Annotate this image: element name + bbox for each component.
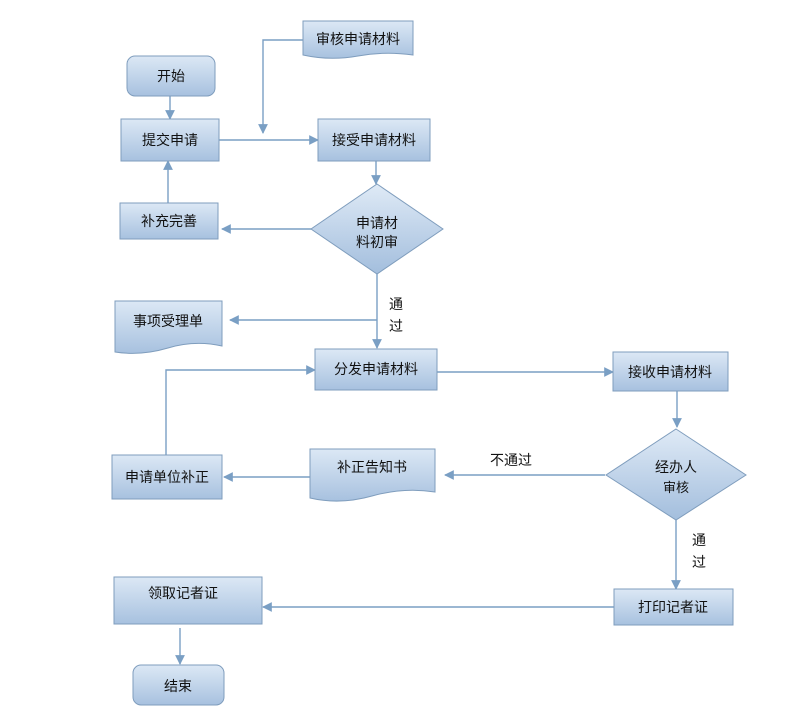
- pass-label-1-line1: 通: [389, 297, 403, 313]
- review-materials-label: 审核申请材料: [316, 32, 400, 48]
- start-node[interactable]: [126, 55, 216, 97]
- supplement-node[interactable]: [119, 202, 219, 240]
- distribute-materials-label: 分发申请材料: [334, 362, 418, 378]
- edge-review-materials-to-accept: [258, 39, 303, 134]
- unit-correction-label: 申请单位补正: [125, 470, 209, 486]
- print-card-node[interactable]: [613, 588, 734, 626]
- receive-materials-node[interactable]: [612, 351, 729, 392]
- distribute-materials-node[interactable]: [314, 348, 438, 391]
- handler-review-label-line2: 审核: [663, 481, 689, 496]
- end-label: 结束: [164, 679, 192, 695]
- pass-label-2-line1: 通: [692, 533, 706, 549]
- correction-notice-label: 补正告知书: [337, 459, 407, 476]
- handler-review-label-line1: 经办人: [655, 460, 697, 476]
- unit-correction-node[interactable]: [111, 454, 223, 500]
- end-node[interactable]: [132, 664, 225, 706]
- edge-unit-correction-to-distribute: [165, 365, 316, 455]
- initial-review-label-line1: 申请材: [356, 216, 398, 232]
- accept-materials-node[interactable]: [317, 118, 431, 162]
- pass-label-1-line2: 过: [389, 319, 403, 335]
- acceptance-form-label: 事项受理单: [133, 314, 203, 330]
- collect-card-node[interactable]: [113, 576, 263, 625]
- supplement-label: 补充完善: [141, 214, 197, 230]
- nodes: [111, 20, 747, 706]
- pass-label-2-line2: 过: [692, 555, 706, 571]
- submit-application-node[interactable]: [120, 118, 220, 162]
- edge-labels: 通 过 不通过 通 过: [389, 297, 706, 571]
- accept-materials-label: 接受申请材料: [332, 132, 416, 149]
- print-card-label: 打印记者证: [638, 599, 708, 616]
- collect-card-label: 领取记者证: [148, 586, 218, 602]
- submit-application-label: 提交申请: [142, 132, 198, 149]
- initial-review-decision[interactable]: [310, 183, 444, 275]
- review-materials-node[interactable]: [302, 20, 414, 59]
- fail-label: 不通过: [490, 453, 532, 469]
- receive-materials-label: 接收申请材料: [628, 364, 712, 381]
- correction-notice-node[interactable]: [309, 448, 436, 502]
- acceptance-form-node[interactable]: [114, 300, 223, 354]
- initial-review-label-line2: 料初审: [356, 234, 398, 251]
- connectors: [163, 39, 682, 665]
- node-labels: 开始 审核申请材料 提交申请 接受申请材料 补充完善 申请材 料初审 事项受理单…: [125, 32, 712, 695]
- handler-review-decision[interactable]: [605, 428, 747, 521]
- start-label: 开始: [157, 69, 185, 85]
